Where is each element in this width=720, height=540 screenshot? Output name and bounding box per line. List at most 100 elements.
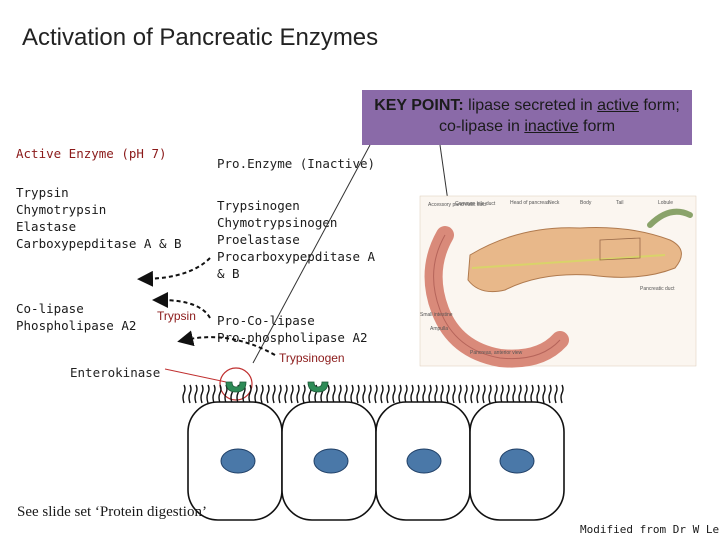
microvillus [518, 384, 522, 404]
microvillus [392, 384, 396, 404]
proenzyme-header: Pro.Enzyme (Inactive) [217, 156, 376, 171]
svg-text:Body: Body [580, 200, 592, 206]
microvillus [542, 384, 546, 404]
proenzyme-item: Chymotrypsinogen [217, 215, 338, 230]
pro-lipase-item: Pro-phospholipase A2 [217, 330, 368, 345]
proenzyme-item: Procarboxypepditase A [217, 249, 376, 264]
microvillus [446, 384, 450, 404]
microvillus [386, 384, 390, 404]
key-point-label: KEY POINT: [374, 97, 464, 114]
microvillus [338, 384, 342, 404]
microvillus [272, 384, 276, 404]
cell-nucleus [406, 448, 442, 474]
svg-text:Pancreas, anterior view: Pancreas, anterior view [470, 350, 523, 356]
active-enzyme-item: Elastase [16, 219, 77, 234]
key-point-inactive-word: inactive [524, 118, 579, 135]
svg-text:Head of pancreas: Head of pancreas [510, 200, 550, 206]
microvillus [224, 384, 228, 404]
enterokinase-activation-arrow [177, 330, 276, 356]
microvillus [530, 384, 534, 404]
microvillus [560, 384, 564, 404]
proenzyme-item: Proelastase [217, 232, 300, 247]
microvillus [350, 384, 354, 404]
microvillus [380, 384, 384, 404]
key-point-text-2: form; co-lipase in [438, 97, 680, 135]
svg-text:Ampulla: Ampulla [430, 326, 448, 332]
microvillus [434, 384, 438, 404]
microvillus [200, 384, 204, 404]
see-slide-note: See slide set ‘Protein digestion’ [17, 504, 207, 520]
microvillus [218, 384, 222, 404]
microvillus [188, 384, 192, 404]
microvillus [284, 384, 288, 404]
active-lipase-list: Co-lipase Phospholipase A2 [16, 300, 136, 334]
microvillus [548, 384, 552, 404]
microvillus [536, 384, 540, 404]
svg-text:Small intestine: Small intestine [420, 312, 453, 318]
microvillus [416, 384, 420, 404]
page-title: Activation of Pancreatic Enzymes [22, 24, 379, 51]
microvillus [482, 384, 486, 404]
trypsin-arrow-label: Trypsin [157, 309, 196, 323]
microvillus [326, 384, 330, 404]
microvillus [476, 384, 480, 404]
microvillus [458, 384, 462, 404]
microvillus [362, 384, 366, 404]
credit-note: Modified from Dr W Lencer [580, 523, 720, 536]
microvillus [554, 384, 558, 404]
proenzyme-item: & B [217, 266, 240, 281]
microvillus [464, 384, 468, 404]
trypsinogen-to-trypsin-arrow [137, 257, 211, 287]
pancreas-shape [467, 227, 682, 293]
microvillus [500, 384, 504, 404]
trypsinogen-arrow-label: Trypsinogen [279, 351, 345, 365]
pro-lipase-list: Pro-Co-lipase Pro-phospholipase A2 [217, 312, 368, 346]
microvillus [422, 384, 426, 404]
svg-text:Tail: Tail [616, 200, 624, 206]
cell-nucleus [220, 448, 256, 474]
microvillus [506, 384, 510, 404]
svg-text:Lobule: Lobule [658, 200, 673, 206]
active-lipase-item: Co-lipase [16, 301, 84, 316]
microvillus [356, 384, 360, 404]
microvillus [278, 384, 282, 404]
microvillus [488, 384, 492, 404]
svg-text:Pancreatic duct: Pancreatic duct [640, 286, 675, 292]
active-enzyme-list: Trypsin Chymotrypsin Elastase Carboxypep… [16, 184, 182, 252]
microvillus [296, 384, 300, 404]
enterocytes [187, 401, 565, 521]
microvillus [512, 384, 516, 404]
key-point-text-1: lipase secreted in [463, 97, 598, 114]
key-point-active-word: active [597, 97, 639, 114]
microvillus [182, 384, 186, 404]
enterokinase-molecule [225, 381, 247, 393]
active-enzyme-item: Trypsin [16, 185, 69, 200]
svg-text:Common bile duct: Common bile duct [455, 201, 496, 207]
microvillus [302, 384, 306, 404]
svg-text:Neck: Neck [548, 200, 560, 206]
proenzyme-list: Trypsinogen Chymotrypsinogen Proelastase… [217, 197, 375, 282]
active-lipase-item: Phospholipase A2 [16, 318, 137, 333]
microvillus [260, 384, 264, 404]
active-enzyme-item: Chymotrypsin [16, 202, 107, 217]
key-point-text-3: form [578, 118, 616, 135]
enterokinase-highlight-circle [219, 367, 253, 401]
enterokinase-molecules [225, 381, 329, 393]
pro-lipase-item: Pro-Co-lipase [217, 313, 315, 328]
microvillus [428, 384, 432, 404]
microvillus [368, 384, 372, 404]
microvillus [344, 384, 348, 404]
key-point-box: KEY POINT: lipase secreted in active for… [362, 90, 692, 145]
proenzyme-item: Trypsinogen [217, 198, 300, 213]
active-enzyme-header: Active Enzyme (pH 7) [16, 146, 167, 161]
microvillus [194, 384, 198, 404]
microvillus [404, 384, 408, 404]
microvillus [248, 384, 252, 404]
microvillus [206, 384, 210, 404]
cell-nucleus [499, 448, 535, 474]
microvillus [410, 384, 414, 404]
microvillus [254, 384, 258, 404]
pancreas-illustration: Accessory pancreatic duct Common bile du… [419, 195, 697, 368]
microvillus [494, 384, 498, 404]
microvillus [440, 384, 444, 404]
